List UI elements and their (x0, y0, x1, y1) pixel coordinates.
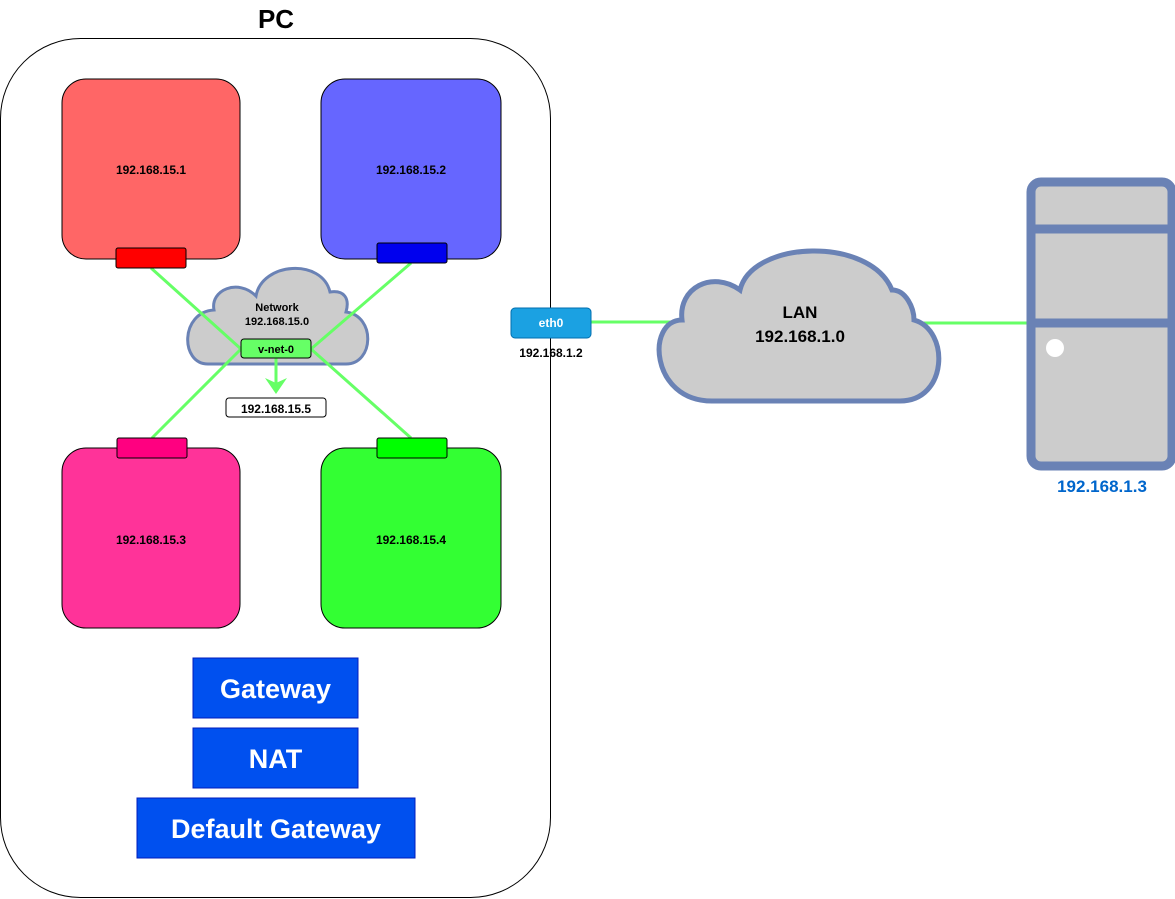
power-led-icon (1046, 339, 1064, 357)
vm-1[interactable]: 192.168.15.1 (61, 78, 241, 260)
default-gateway-block[interactable] (136, 797, 416, 859)
vm-2[interactable]: 192.168.15.2 (320, 78, 502, 260)
server-ip: 192.168.1.3 (1057, 477, 1147, 496)
default-gateway-label: Default Gateway (171, 814, 381, 844)
host-nic-label: eth0 (539, 316, 564, 330)
vm-3[interactable]: 192.168.15.3 (61, 447, 241, 629)
link-vm3-bridge (150, 347, 243, 440)
vm-ip-label: 192.168.15.1 (116, 163, 186, 177)
vm-4[interactable]: 192.168.15.4 (320, 447, 502, 629)
lan-cloud[interactable] (656, 248, 942, 404)
vm-nic[interactable] (116, 437, 188, 459)
vm-ip-label: 192.168.15.3 (116, 533, 186, 547)
host-nic-ip: 192.168.1.2 (519, 346, 583, 360)
bridge-v-net-0[interactable] (240, 338, 312, 359)
bridge-ip: 192.168.15.5 (241, 402, 311, 416)
link-vm2-bridge (310, 261, 412, 351)
links (149, 261, 1031, 440)
lan-subnet: 192.168.1.0 (755, 327, 845, 346)
vm-nic[interactable] (115, 247, 187, 269)
vm-ip-label: 192.168.15.2 (376, 163, 446, 177)
vm-nic[interactable] (376, 437, 448, 459)
lan-title: LAN (783, 303, 818, 322)
arrow-down-icon (265, 378, 287, 394)
bridge-label: v-net-0 (258, 344, 294, 356)
vm-nic[interactable] (376, 242, 448, 264)
vm-ip-label: 192.168.15.4 (376, 533, 446, 547)
gateway-label: Gateway (220, 674, 331, 704)
network-title: Network (255, 302, 299, 314)
host-nic-eth0[interactable] (510, 307, 592, 339)
gateway-block[interactable] (192, 657, 359, 719)
server-tower[interactable] (1026, 177, 1175, 471)
link-vm1-bridge (149, 266, 243, 351)
nat-label: NAT (249, 744, 303, 774)
bridge-ip-box (225, 397, 327, 418)
network-subnet: 192.168.15.0 (245, 316, 309, 328)
link-vm4-bridge (310, 347, 412, 440)
pc-title: PC (258, 4, 294, 34)
nat-block[interactable] (192, 727, 359, 789)
